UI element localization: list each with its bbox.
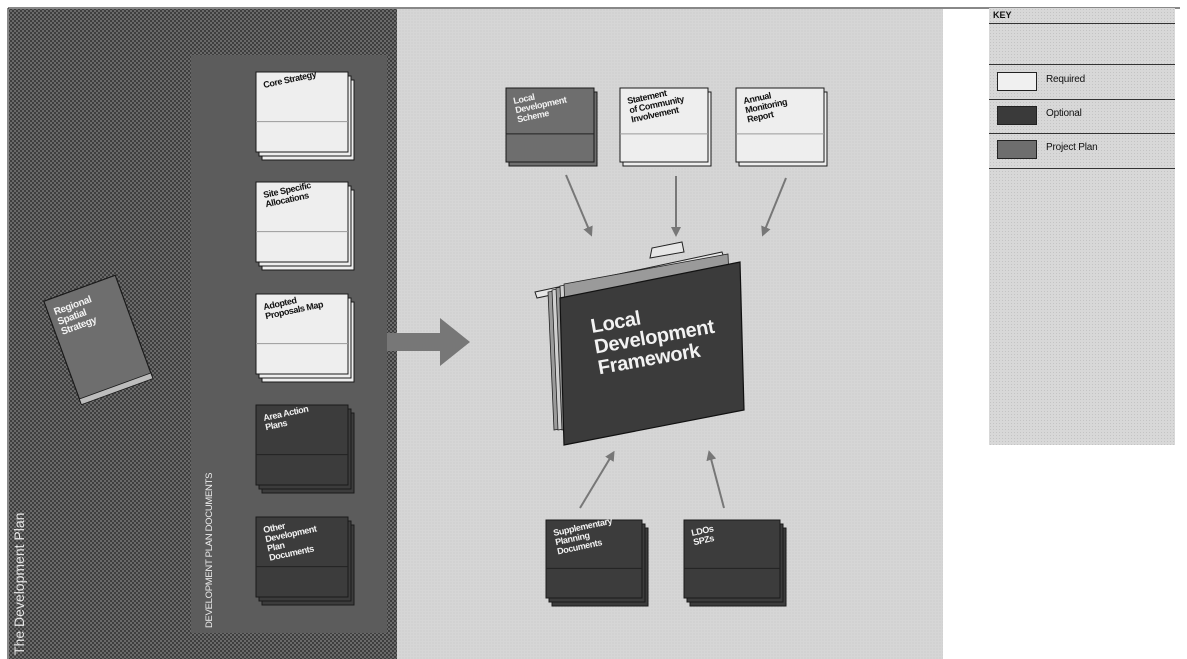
key-item-required: Required (989, 65, 1175, 99)
arrow-lds-to-ldf (565, 174, 593, 237)
top-doc-annual-monitoring-report: AnnualMonitoringReport (735, 87, 828, 167)
key-title: KEY (993, 10, 1012, 20)
key-divider (989, 23, 1175, 24)
bottom-doc-ldos-spzs: LDOsSPZs (683, 519, 787, 607)
arrow-amr-to-ldf (761, 177, 787, 237)
key-item-optional: Optional (989, 99, 1175, 133)
dpd-heading: DEVELOPMENT PLAN DOCUMENTS (204, 473, 215, 628)
local-development-framework: LocalDevelopmentFramework (534, 241, 745, 446)
development-plan-title: The Development Plan (11, 513, 27, 655)
arrow-dpd-to-ldf (387, 318, 470, 366)
key-label-optional: Optional (1046, 108, 1082, 119)
key-panel: KEY Required Optional Project Plan (989, 8, 1175, 445)
key-item-project-plan: Project Plan (989, 133, 1175, 167)
dpd-doc-site-specific-allocations: Site SpecificAllocations (255, 180, 355, 271)
arrow-spd-to-ldf (579, 450, 615, 509)
arrow-ldos-to-ldf (706, 450, 725, 509)
key-label-required: Required (1046, 74, 1085, 85)
dpd-doc-other-development-plan-documents: OtherDevelopmentPlanDocuments (255, 516, 355, 606)
key-swatch-optional (997, 106, 1037, 125)
dpd-doc-area-action-plans: Area ActionPlans (255, 404, 355, 494)
key-label-project-plan: Project Plan (1046, 142, 1098, 153)
bottom-doc-ldos-spzs-label: LDOsSPZs (690, 523, 716, 547)
key-divider (989, 64, 1175, 65)
key-swatch-project-plan (997, 140, 1037, 159)
regional-spatial-strategy-doc: RegionalSpatialStrategy (43, 274, 154, 406)
key-divider (989, 168, 1175, 169)
top-doc-statement-of-community-involvement: Statementof CommunityInvolvement (619, 87, 712, 167)
top-doc-local-development-scheme: LocalDevelopmentScheme (505, 87, 598, 167)
key-swatch-required (997, 72, 1037, 91)
bottom-doc-supplementary-planning-documents: SupplementaryPlanningDocuments (545, 516, 649, 607)
dpd-doc-core-strategy: Core Strategy (255, 69, 355, 161)
key-divider (989, 133, 1175, 134)
key-divider (989, 99, 1175, 100)
dpd-doc-adopted-proposals-map: AdoptedProposals Map (255, 293, 355, 383)
